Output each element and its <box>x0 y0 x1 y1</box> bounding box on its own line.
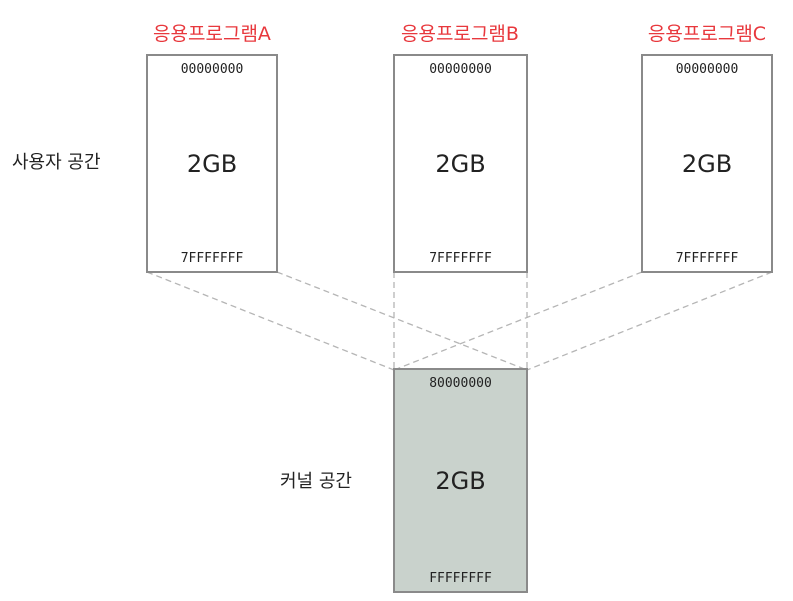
app-c-start-address: 00000000 <box>675 62 739 77</box>
app-c-end-address: 7FFFFFFF <box>675 251 739 266</box>
app-c-size: 2GB <box>681 149 733 178</box>
kernel-size: 2GB <box>435 466 486 495</box>
app-c-memory-box: 00000000 2GB 7FFFFFFF <box>641 54 773 273</box>
app-b-size: 2GB <box>435 149 486 178</box>
kernel-space-label: 커널 공간 <box>280 471 352 492</box>
user-space-label: 사용자 공간 <box>12 152 101 173</box>
app-b-title: 응용프로그램B <box>401 23 519 45</box>
app-b-start-address: 00000000 <box>429 62 492 77</box>
app-a-size: 2GB <box>186 149 238 178</box>
app-b-end-address: 7FFFFFFF <box>429 251 492 266</box>
app-a-end-address: 7FFFFFFF <box>180 251 244 266</box>
connector-c-left <box>393 271 643 371</box>
app-a-title: 응용프로그램A <box>153 23 271 45</box>
kernel-start-address: 80000000 <box>429 376 492 391</box>
app-b-memory-box: 00000000 2GB 7FFFFFFF <box>393 54 528 273</box>
connector-a-left <box>146 271 395 371</box>
connector-a-right <box>276 271 528 371</box>
app-a-memory-box: 00000000 2GB 7FFFFFFF <box>146 54 278 273</box>
kernel-end-address: FFFFFFFF <box>429 571 492 586</box>
app-a-start-address: 00000000 <box>180 62 244 77</box>
app-c-title: 응용프로그램C <box>647 23 767 45</box>
kernel-memory-box: 80000000 2GB FFFFFFFF <box>393 368 528 593</box>
connector-c-right <box>526 271 773 371</box>
